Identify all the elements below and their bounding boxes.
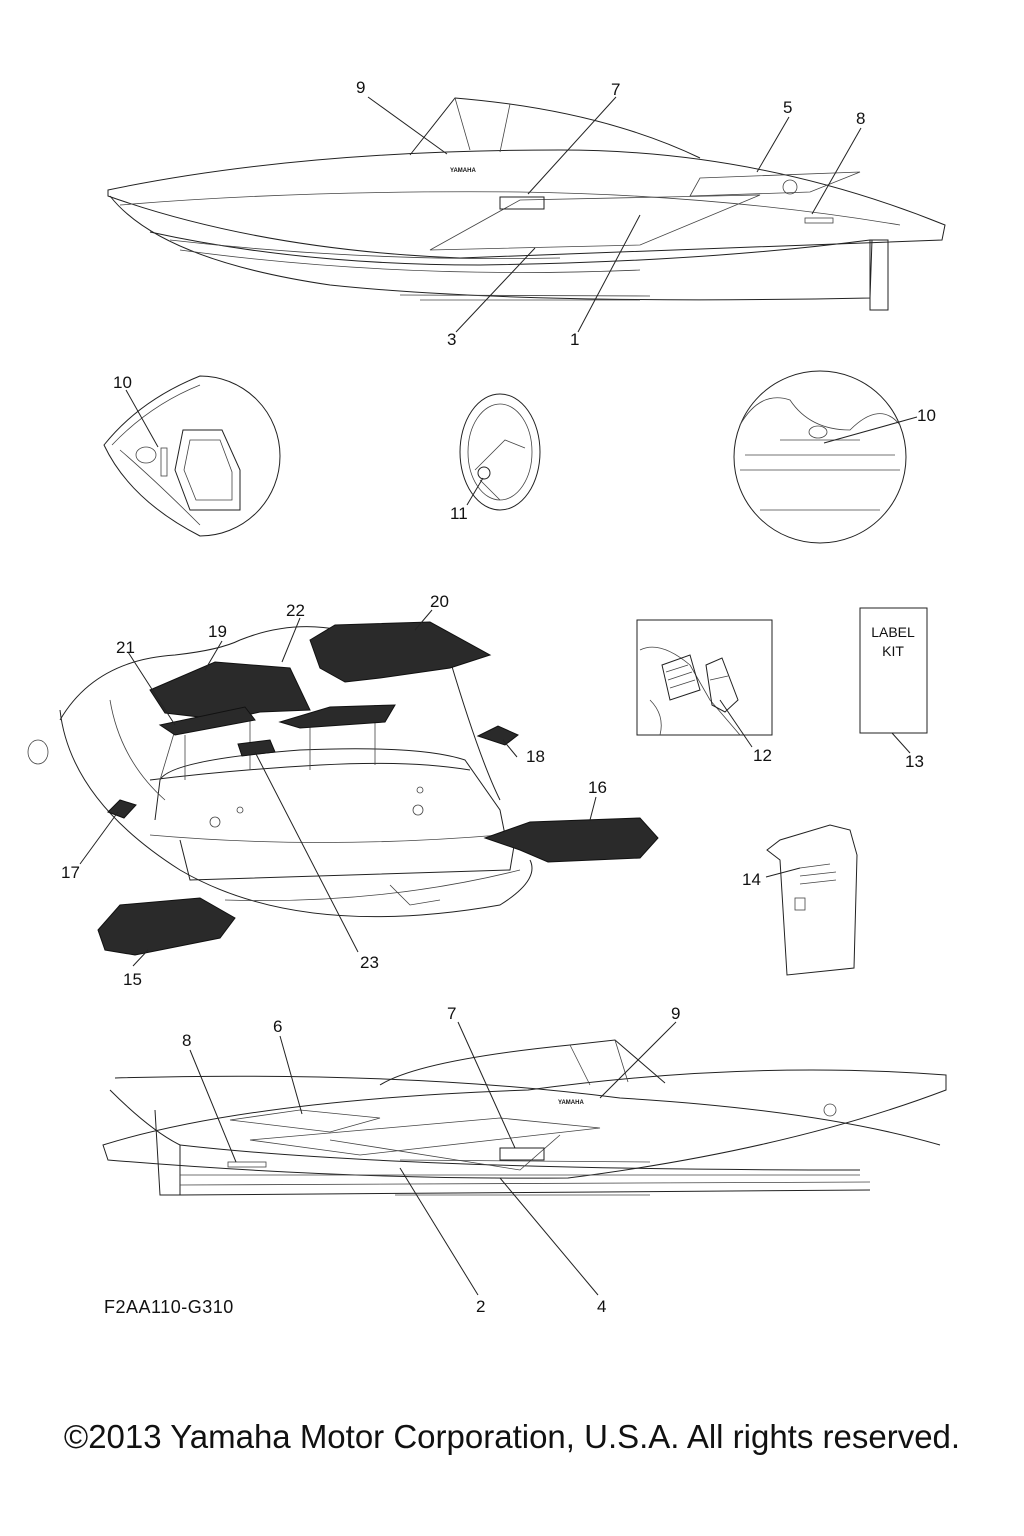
callout-8-bottom: 8 (182, 1031, 191, 1050)
mat-18 (476, 725, 519, 746)
detail-box-12 (636, 619, 773, 736)
callout-7-bottom: 7 (447, 1004, 456, 1023)
yamaha-decal-top: YAMAHA (450, 168, 476, 174)
detail-stern-circle (733, 370, 907, 544)
callout-1: 1 (570, 330, 579, 349)
callout-10-bow: 10 (113, 373, 132, 392)
callout-8-top: 8 (856, 109, 865, 128)
mat-15 (97, 897, 236, 956)
label-kit-line1: LABEL (871, 624, 915, 640)
callout-9-bottom: 9 (671, 1004, 680, 1023)
mat-23 (237, 739, 276, 757)
detail-bow-circle (103, 375, 281, 537)
leader-lines-interior (79, 609, 597, 967)
mat-16 (483, 817, 659, 863)
drawing-code: F2AA110-G310 (104, 1297, 234, 1317)
detail-steering-wheel (459, 393, 541, 511)
boat-side-view-bottom: YAMAHA (102, 1039, 947, 1196)
owner-manual-14 (766, 824, 858, 976)
yamaha-decal-bottom: YAMAHA (558, 1100, 584, 1106)
mat-21 (158, 706, 256, 736)
callout-21: 21 (116, 638, 135, 657)
leader-lines-bottom (189, 1021, 677, 1296)
callout-13: 13 (905, 752, 924, 771)
mat-17 (107, 799, 137, 819)
callout-23: 23 (360, 953, 379, 972)
callout-14: 14 (742, 870, 761, 889)
mat-19 (149, 661, 311, 721)
callout-18: 18 (526, 747, 545, 766)
callout-22: 22 (286, 601, 305, 620)
deck-mats (97, 621, 659, 956)
callout-2: 2 (476, 1297, 485, 1316)
callout-19: 19 (208, 622, 227, 641)
callout-11: 11 (450, 504, 468, 523)
mat-22 (278, 704, 396, 729)
callout-15: 15 (123, 970, 142, 989)
callout-20: 20 (430, 592, 449, 611)
callout-5: 5 (783, 98, 792, 117)
mat-20 (309, 621, 492, 683)
label-kit-line2: KIT (882, 643, 904, 659)
callout-6: 6 (273, 1017, 282, 1036)
callout-17: 17 (61, 863, 80, 882)
callout-7-top: 7 (611, 80, 620, 99)
callout-4: 4 (597, 1297, 606, 1316)
boat-side-view-top: YAMAHA (107, 97, 946, 311)
callout-10-stern: 10 (917, 406, 936, 425)
callout-9-top: 9 (356, 78, 365, 97)
callout-3: 3 (447, 330, 456, 349)
callout-12: 12 (753, 746, 772, 765)
label-kit-box: LABEL KIT (859, 607, 928, 734)
callout-16: 16 (588, 778, 607, 797)
leader-lines-top (367, 96, 862, 333)
copyright-notice: ©2013 Yamaha Motor Corporation, U.S.A. A… (63, 1418, 961, 1455)
